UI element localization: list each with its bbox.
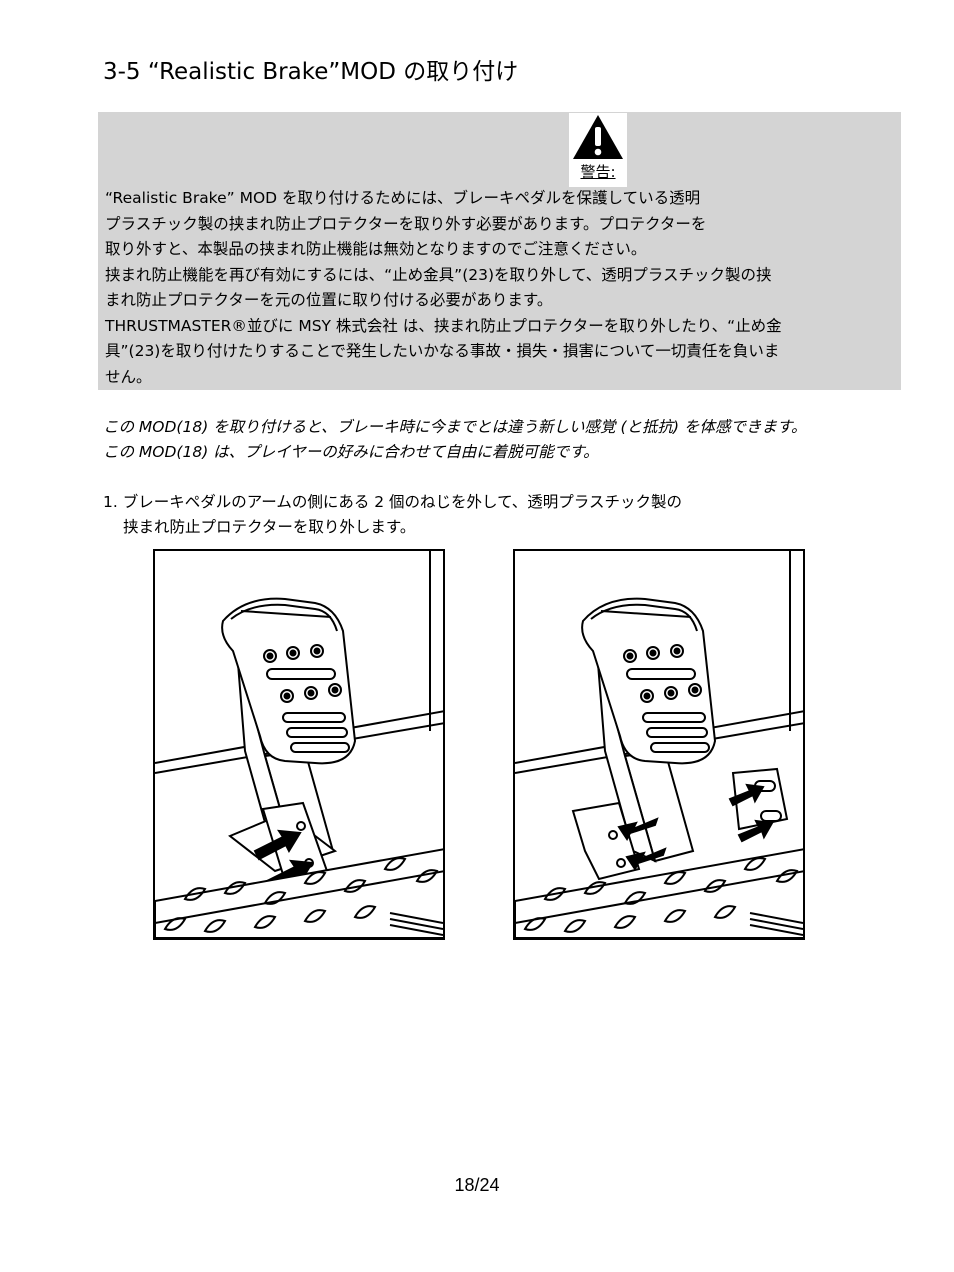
warning-label: 警告: (580, 163, 616, 181)
step-line: 挟まれ防止プロテクターを取り外します。 (123, 518, 416, 536)
intro-line: この MOD(18) は、プレイヤーの好みに合わせて自由に着脱可能です。 (103, 443, 599, 461)
intro-text: この MOD(18) を取り付けると、ブレーキ時に今までとは違う新しい感覚 (と… (103, 415, 806, 465)
pedal-protector-removed-illustration (513, 549, 805, 940)
warning-line: THRUSTMASTER®並びに MSY 株式会社 は、挟まれ防止プロテクターを… (105, 316, 782, 335)
page-number: 18/24 (454, 1175, 500, 1195)
warning-line: まれ防止プロテクターを元の位置に取り付ける必要があります。 (105, 291, 553, 309)
section-title: 3-5 “Realistic Brake”MOD の取り付け (103, 59, 519, 85)
step-line: 1. ブレーキペダルのアームの側にある 2 個のねじを外して、透明プラスチック製… (103, 493, 682, 511)
intro-line: この MOD(18) を取り付けると、ブレーキ時に今までとは違う新しい感覚 (と… (103, 418, 807, 436)
pedal-protector-attached-illustration (153, 549, 445, 940)
warning-line: “Realistic Brake” MOD を取り付けるためには、ブレーキペダル… (105, 189, 701, 207)
warning-line: せん。 (105, 367, 152, 386)
step-1-instruction: 1. ブレーキペダルのアームの側にある 2 個のねじを外して、透明プラスチック製… (103, 490, 682, 540)
warning-line: プラスチック製の挟まれ防止プロテクターを取り外す必要があります。プロテクターを (105, 214, 707, 233)
warning-box: 警告: “Realistic Brake” MOD を取り付けるためには、ブレー… (98, 112, 901, 390)
warning-line: 挟まれ防止機能を再び有効にするには、“止め金具”(23)を取り外して、透明プラス… (105, 265, 772, 284)
warning-header: 警告: (569, 113, 627, 187)
warning-line: 具”(23)を取り付けたりすることで発生したいかなる事故・損失・損害について一切… (105, 342, 780, 360)
warning-line: 取り外すと、本製品の挟まれ防止機能は無効となりますのでご注意ください。 (105, 240, 647, 258)
warning-triangle-icon (573, 115, 623, 159)
warning-text: “Realistic Brake” MOD を取り付けるためには、ブレーキペダル… (105, 186, 899, 390)
